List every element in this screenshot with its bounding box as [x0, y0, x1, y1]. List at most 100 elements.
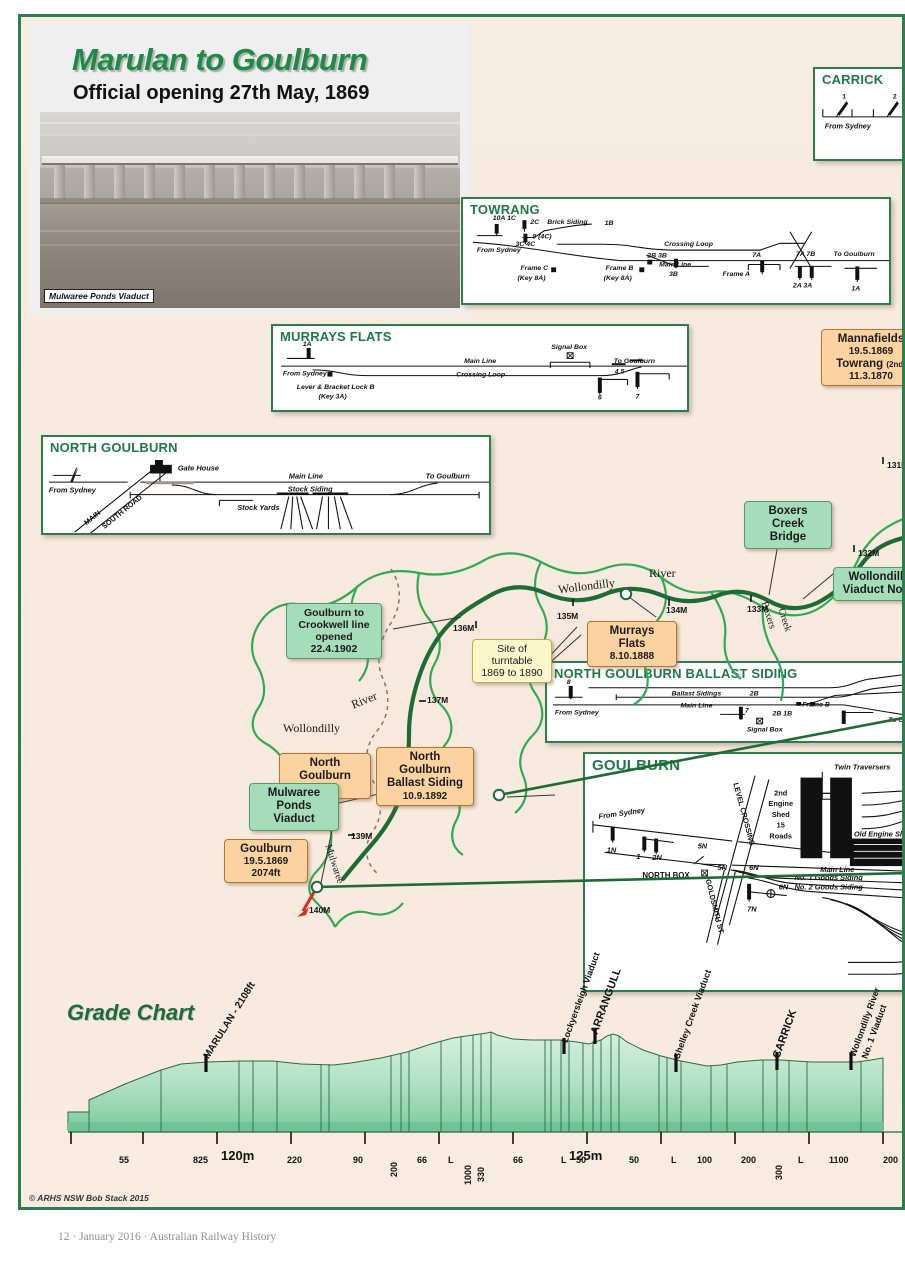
station-flag-murrays-flats: Murrays Flats 8.10.1888 — [587, 621, 677, 667]
panel-carrick-title: CARRICK — [822, 72, 884, 87]
wollondilly-viaduct2-line1: Wollondilly — [848, 571, 905, 583]
ngbs-name1: North Goulburn — [399, 751, 451, 777]
svg-text:2nd: 2nd — [774, 788, 788, 797]
grade-chart: Grade Chart — [21, 951, 902, 1207]
river-label-river-1: River — [649, 566, 676, 580]
title-block: Marulan to Goulburn Official opening 27t… — [30, 24, 470, 314]
svg-text:Main Line: Main Line — [659, 261, 691, 268]
copyright-notice: © ARHS NSW Bob Stack 2015 — [29, 1193, 149, 1203]
svg-text:7A 7B: 7A 7B — [796, 251, 815, 258]
svg-text:Ballast Sidings: Ballast Sidings — [672, 690, 722, 697]
svg-text:(Key 8A): (Key 8A) — [517, 275, 546, 282]
page-subtitle: Official opening 27th May, 1869 — [73, 82, 370, 104]
milepost-140m: 140M — [309, 905, 331, 915]
station-flag-goulburn: Goulburn 19.5.1869 2074ft — [224, 839, 308, 884]
svg-text:Frame A: Frame A — [723, 271, 751, 278]
grade-cell-200a: 200 — [389, 1161, 399, 1177]
svg-text:15: 15 — [777, 821, 785, 830]
svg-text:From Sydney: From Sydney — [477, 247, 522, 254]
milepost-137m: 137M — [427, 695, 449, 705]
grade-cell-L3: L — [561, 1155, 567, 1165]
svg-text:Shed: Shed — [772, 810, 791, 819]
feature-flag-wollondilly-viaduct-2: Wollondilly Viaduct No. 2 — [833, 567, 905, 602]
svg-text:1A: 1A — [851, 286, 860, 293]
svg-text:2B 3B: 2B 3B — [646, 253, 667, 260]
panel-north-goulburn: NORTH GOULBURN — [41, 435, 491, 535]
grade-cell-200c: 200 — [883, 1155, 899, 1165]
svg-text:Roads: Roads — [769, 832, 792, 841]
flag-mannafields-date: 19.5.1869 — [848, 346, 894, 358]
photo-caption: Mulwaree Ponds Viaduct — [44, 289, 154, 303]
svg-text:Main Line: Main Line — [681, 703, 713, 710]
svg-text:9 (4C): 9 (4C) — [532, 234, 552, 241]
mulwaree-viaduct-line1: Mulwaree Ponds — [267, 787, 321, 813]
ngbs-date: 10.9.1892 — [402, 790, 448, 802]
svg-text:1: 1 — [636, 852, 640, 861]
panel-north-goulburn-ballast-siding: NORTH GOULBURN BALLAST SIDING — [545, 661, 902, 743]
svg-text:Gate House: Gate House — [178, 464, 219, 473]
milepost-135m: 135M — [557, 611, 579, 621]
svg-text:6N: 6N — [779, 883, 789, 892]
svg-text:From Sydney: From Sydney — [598, 805, 647, 820]
svg-text:(Key 3A): (Key 3A) — [319, 394, 348, 401]
page-footer: 12 · January 2016 · Australian Railway H… — [58, 1231, 277, 1243]
svg-text:From Sydney: From Sydney — [283, 371, 328, 378]
svg-text:SOUTH ROAD: SOUTH ROAD — [100, 493, 144, 531]
svg-text:To Goulburn: To Goulburn — [426, 471, 471, 480]
station-flag-north-goulburn-ballast-siding: North Goulburn Ballast Siding 10.9.1892 — [376, 747, 474, 807]
svg-text:2B: 2B — [749, 690, 759, 697]
panel-towrang: TOWRANG — [461, 197, 891, 305]
grade-cell-300: 300 — [774, 1164, 784, 1180]
goulburn-name: Goulburn — [240, 843, 292, 855]
svg-text:To Goulburn: To Goulburn — [614, 358, 655, 365]
grade-cell-220: 220 — [287, 1155, 303, 1165]
svg-text:1A: 1A — [303, 341, 312, 348]
flag-towrang-name: Towrang (2nd) — [836, 357, 905, 370]
svg-text:Twin Traversers: Twin Traversers — [834, 763, 890, 772]
milepost-133m: 133M — [747, 604, 769, 614]
svg-text:No. 1 Goods Siding: No. 1 Goods Siding — [795, 873, 864, 882]
panel-carrick: CARRICK 1 2 From Sydney Fr (Gua — [813, 67, 902, 161]
turntable-line2: turntable — [491, 655, 533, 668]
svg-text:Main Line: Main Line — [289, 471, 323, 480]
grade-cell-50a: 50 — [576, 1155, 587, 1165]
svg-text:Main Line: Main Line — [464, 358, 496, 365]
ngbs-name2: Ballast Siding — [386, 777, 464, 790]
milepost-134m: 134M — [666, 605, 688, 615]
turntable-line1: Site of — [497, 643, 527, 655]
svg-text:From Sydney: From Sydney — [49, 486, 97, 495]
grade-cell-L1: L — [243, 1155, 249, 1165]
flag-towrang-date: 11.3.1870 — [849, 370, 893, 382]
svg-text:1B: 1B — [605, 220, 614, 227]
svg-text:Stock Yards: Stock Yards — [237, 503, 279, 512]
svg-text:7A: 7A — [752, 252, 761, 259]
svg-text:7: 7 — [745, 708, 750, 715]
feature-flag-mulwaree-ponds-viaduct: Mulwaree Ponds Viaduct — [249, 783, 339, 831]
north-goulburn-name: North Goulburn — [299, 757, 351, 783]
grade-chart-title: Grade Chart — [67, 1000, 195, 1025]
svg-text:No. 2 Goods Siding: No. 2 Goods Siding — [795, 883, 864, 892]
murrays-flats-date: 8.10.1888 — [609, 651, 655, 663]
svg-text:Lever & Bracket Lock B: Lever & Bracket Lock B — [297, 384, 375, 391]
grade-cell-L2: L — [448, 1155, 454, 1165]
svg-text:Engine: Engine — [768, 799, 793, 808]
mulwaree-ponds-viaduct-photo: Mulwaree Ponds Viaduct — [40, 112, 460, 308]
svg-text:1N: 1N — [607, 845, 617, 854]
svg-text:From Sydney: From Sydney — [555, 709, 600, 716]
grade-cell-330: 330 — [476, 1166, 486, 1182]
svg-text:5: 5 — [598, 388, 602, 395]
grade-distance-125m: 125m — [569, 1148, 603, 1163]
panel-murrays-flats-title: MURRAYS FLATS — [280, 329, 392, 344]
page-frame: Marulan to Goulburn Official opening 27t… — [18, 14, 905, 1210]
grade-chart-svg — [67, 1028, 902, 1144]
svg-text:To Goulburn: To Goulburn — [834, 251, 875, 258]
grade-distance-120m: 120m — [221, 1148, 255, 1163]
viaduct-deck — [42, 156, 458, 165]
grade-cell-66b: 66 — [513, 1155, 524, 1165]
svg-text:Frame C: Frame C — [520, 265, 549, 272]
grade-cell-825: 825 — [193, 1155, 209, 1165]
grade-cell-90: 90 — [353, 1155, 364, 1165]
boxers-creek-line2: Bridge — [769, 531, 807, 544]
svg-text:Signal Box: Signal Box — [747, 727, 783, 734]
feature-flag-goulburn-crookwell-line: Goulburn to Crookwell line opened 22.4.1… — [286, 603, 382, 660]
